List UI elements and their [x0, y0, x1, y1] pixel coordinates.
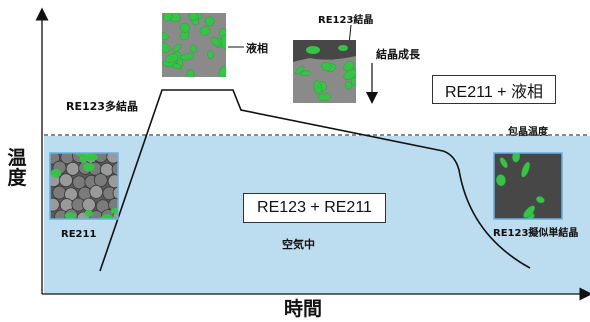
- temperature-profile-curve: [99, 89, 531, 272]
- crystal-growth-microstructure: [293, 40, 356, 103]
- crystal-growth-label: 結晶成長: [376, 48, 420, 61]
- upper-phase-box: RE211 + 液相: [432, 75, 556, 104]
- y-axis-label: 温度: [7, 147, 27, 189]
- lower-phase-box: RE123 + RE211: [243, 193, 386, 223]
- re123-crystal-label: RE123結晶: [318, 15, 374, 26]
- quasi-single-crystal-microstructure: [493, 152, 563, 220]
- in-air-label: 空気中: [282, 238, 315, 251]
- peritectic-temperature-label: 包晶温度: [508, 127, 548, 138]
- liquid-phase-microstructure: [162, 13, 226, 77]
- quasi-single-crystal-label: RE123擬似単結晶: [493, 228, 579, 239]
- polycrystal-microstructure: [49, 152, 119, 220]
- polycrystal-label: RE123多結晶: [66, 100, 138, 113]
- x-axis-label: 時間: [284, 298, 323, 320]
- re211-label: RE211: [61, 229, 97, 240]
- liquid-label: 液相: [246, 42, 268, 55]
